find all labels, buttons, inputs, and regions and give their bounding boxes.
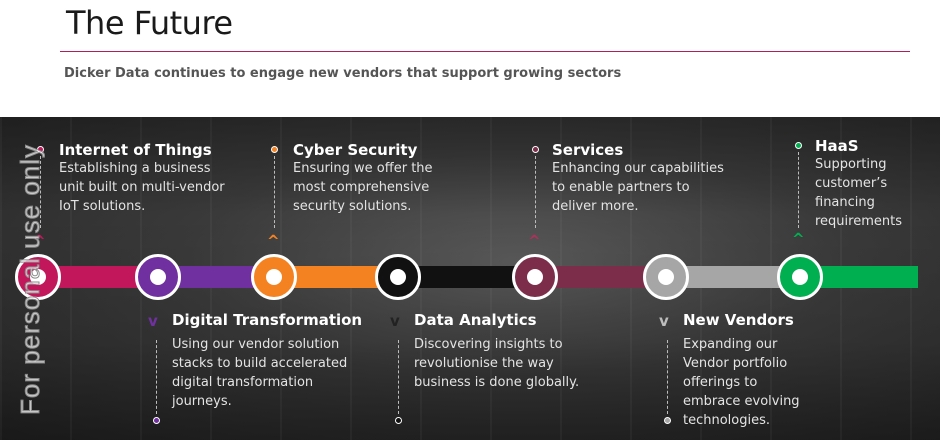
callout-connector xyxy=(40,156,41,228)
title-divider xyxy=(60,51,910,52)
timeline-segment-5 xyxy=(535,266,666,288)
description-line: financing xyxy=(815,195,875,210)
milestone-description: Supporting customer’s financing requirem… xyxy=(815,155,902,231)
milestone-description: Discovering insights to revolutionise th… xyxy=(414,335,579,392)
milestone-services: Services Enhancing our capabilities to e… xyxy=(552,141,724,216)
callout-pin xyxy=(37,146,44,153)
timeline-node-data-analytics xyxy=(375,254,421,300)
description-line: most comprehensive xyxy=(293,180,430,195)
milestone-heading: New Vendors xyxy=(683,311,794,329)
chevron-up-icon: ^ xyxy=(33,232,46,250)
description-line: journeys. xyxy=(172,394,232,409)
chevron-up-icon: ^ xyxy=(792,230,805,248)
callout-connector xyxy=(274,156,275,228)
milestone-heading: Cyber Security xyxy=(293,141,418,159)
milestone-digital-transformation: Digital Transformation Using our vendor … xyxy=(172,311,362,411)
timeline-segment-6 xyxy=(666,266,800,288)
milestone-cyber-security: Cyber Security Ensuring we offer the mos… xyxy=(293,141,433,216)
page-subtitle: Dicker Data continues to engage new vend… xyxy=(64,66,622,81)
description-line: digital transformation xyxy=(172,375,314,390)
description-line: Ensuring we offer the xyxy=(293,161,433,176)
description-line: offerings to xyxy=(683,375,758,390)
description-line: Vendor portfolio xyxy=(683,356,788,371)
chevron-down-icon: v xyxy=(659,312,669,330)
node-center-dot xyxy=(658,269,674,285)
timeline-segment-3 xyxy=(274,266,398,288)
page-title: The Future xyxy=(66,4,233,42)
timeline-node-haas xyxy=(777,254,823,300)
description-line: Supporting xyxy=(815,157,887,172)
milestone-heading: Digital Transformation xyxy=(172,311,363,329)
description-line: stacks to build accelerated xyxy=(172,356,348,371)
description-line: Enhancing our capabilities xyxy=(552,161,724,176)
timeline-segment-1 xyxy=(38,266,158,288)
timeline-node-new-vendors xyxy=(643,254,689,300)
description-line: customer’s xyxy=(815,176,888,191)
description-line: IoT solutions. xyxy=(59,199,146,214)
timeline-segment-4 xyxy=(398,266,535,288)
milestone-heading: HaaS xyxy=(815,137,859,155)
milestone-description: Enhancing our capabilities to enable par… xyxy=(552,159,724,216)
chevron-up-icon: ^ xyxy=(267,232,280,250)
description-line: technologies. xyxy=(683,413,771,428)
timeline-node-iot xyxy=(15,254,61,300)
milestone-haas: HaaS Supporting customer’s financing req… xyxy=(815,137,902,231)
callout-pin xyxy=(271,146,278,153)
description-line: Discovering insights to xyxy=(414,337,563,352)
milestone-description: Expanding our Vendor portfolio offerings… xyxy=(683,335,800,430)
description-line: Using our vendor solution xyxy=(172,337,340,352)
callout-pin xyxy=(395,417,402,424)
callout-pin xyxy=(795,142,802,149)
node-center-dot xyxy=(30,269,46,285)
node-center-dot xyxy=(527,269,543,285)
node-center-dot xyxy=(390,269,406,285)
description-line: unit built on multi-vendor xyxy=(59,180,225,195)
milestone-heading: Internet of Things xyxy=(59,141,212,159)
description-line: business is done globally. xyxy=(414,375,580,390)
description-line: revolutionise the way xyxy=(414,356,554,371)
description-line: embrace evolving xyxy=(683,394,800,409)
callout-pin xyxy=(153,417,160,424)
timeline-node-digital-transformation xyxy=(135,254,181,300)
milestone-data-analytics: Data Analytics Discovering insights to r… xyxy=(414,311,579,392)
callout-connector xyxy=(798,152,799,228)
timeline-segment-7 xyxy=(800,266,918,288)
timeline-segment-2 xyxy=(158,266,274,288)
milestone-new-vendors: New Vendors Expanding our Vendor portfol… xyxy=(683,311,800,430)
chevron-up-icon: ^ xyxy=(528,232,541,250)
chevron-down-icon: v xyxy=(148,312,158,330)
node-center-dot xyxy=(792,269,808,285)
milestone-description: Using our vendor solution stacks to buil… xyxy=(172,335,362,411)
description-line: deliver more. xyxy=(552,199,639,214)
description-line: Expanding our xyxy=(683,337,778,352)
callout-pin xyxy=(532,146,539,153)
callout-connector xyxy=(535,156,536,228)
personal-use-watermark: For personal use only xyxy=(15,143,46,415)
description-line: Establishing a business xyxy=(59,161,211,176)
callout-connector xyxy=(156,340,157,414)
milestone-iot: Internet of Things Establishing a busine… xyxy=(59,141,225,216)
milestone-heading: Services xyxy=(552,141,624,159)
milestone-heading: Data Analytics xyxy=(414,311,537,329)
chevron-down-icon: v xyxy=(390,312,400,330)
node-center-dot xyxy=(266,269,282,285)
milestone-description: Establishing a business unit built on mu… xyxy=(59,159,225,216)
timeline-node-services xyxy=(512,254,558,300)
milestone-description: Ensuring we offer the most comprehensive… xyxy=(293,159,433,216)
node-center-dot xyxy=(150,269,166,285)
description-line: to enable partners to xyxy=(552,180,690,195)
callout-pin xyxy=(664,417,671,424)
timeline-node-cyber-security xyxy=(251,254,297,300)
callout-connector xyxy=(667,340,668,414)
description-line: security solutions. xyxy=(293,199,412,214)
description-line: requirements xyxy=(815,214,902,229)
callout-connector xyxy=(398,340,399,414)
